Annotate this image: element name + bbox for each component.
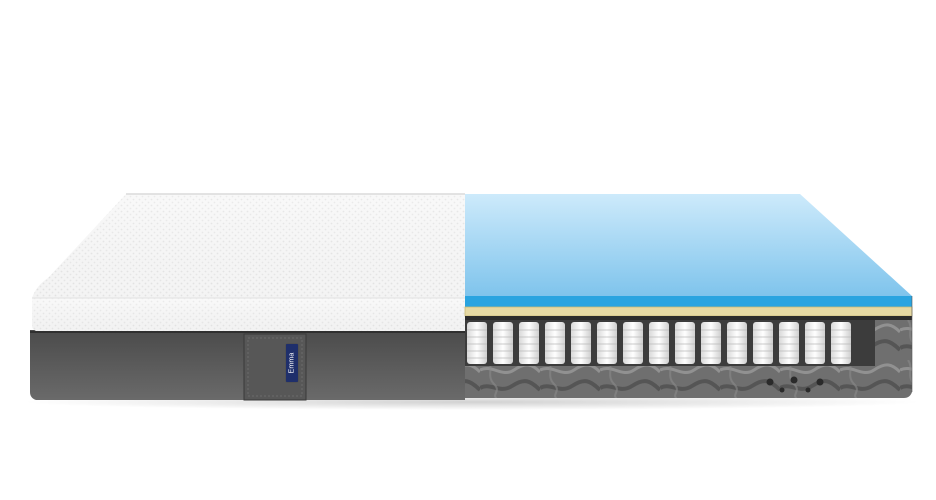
pocket-springs <box>467 322 851 364</box>
layer-divider <box>465 316 912 320</box>
brand-label-text: Emma <box>288 352 296 374</box>
ventilation-holes <box>766 376 824 393</box>
base-foam-layer <box>465 320 912 398</box>
transition-layer <box>464 306 913 317</box>
brand-label-tag: Emma <box>286 344 298 382</box>
comfort-foam-layer <box>465 194 912 296</box>
mattress-covered-section <box>30 193 465 401</box>
mattress-cutaway-section <box>464 194 913 398</box>
airgocell-foam-layer <box>465 296 912 307</box>
